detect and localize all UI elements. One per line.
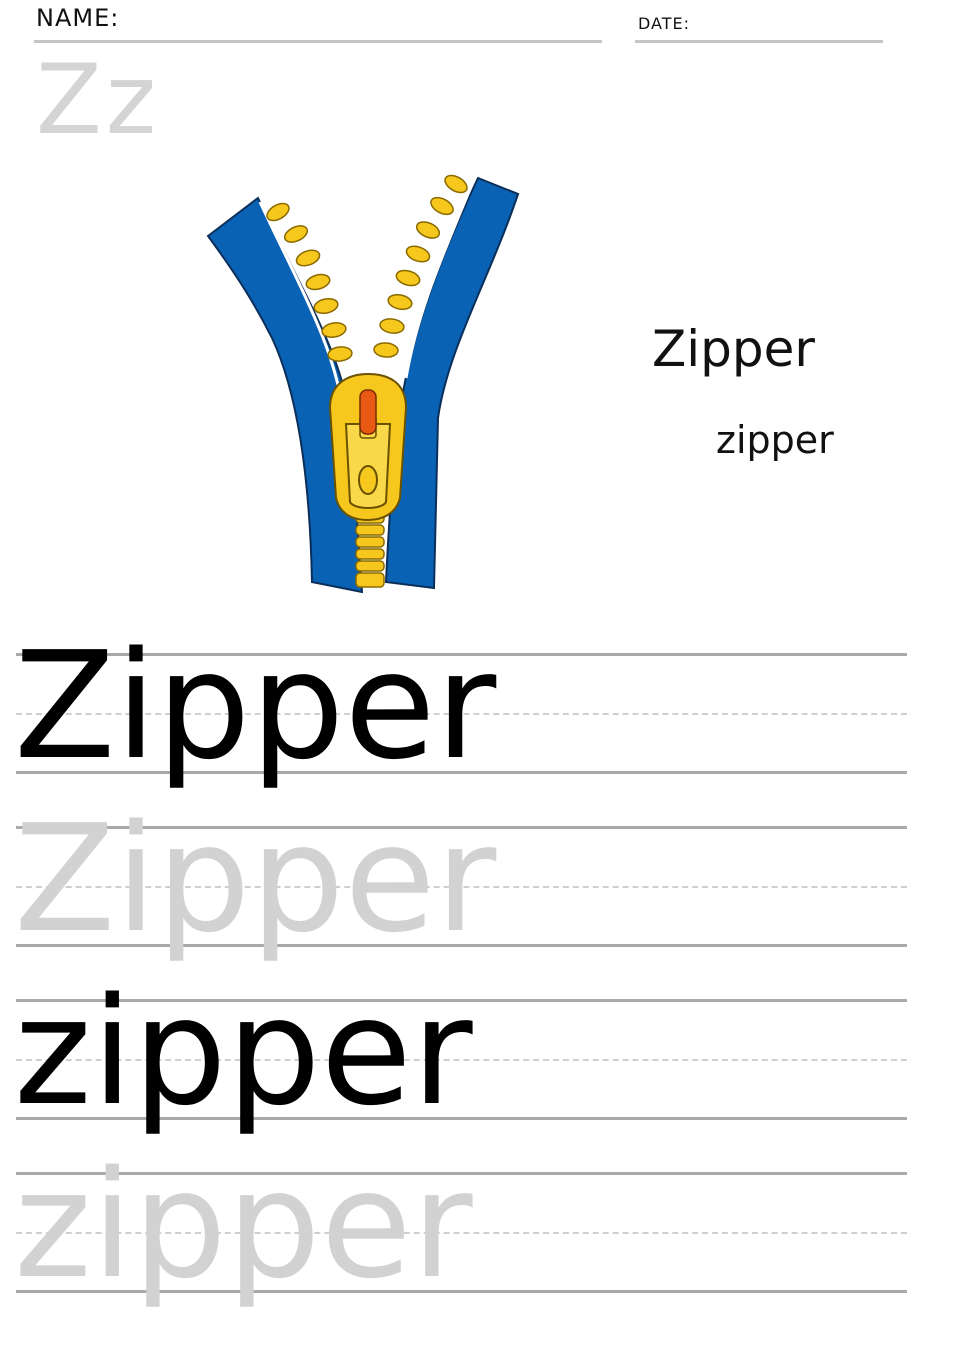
- zipper-icon: [206, 174, 520, 594]
- practice-word-solid: Zipper: [14, 620, 497, 792]
- guide-mid-line: [16, 1232, 907, 1234]
- vocab-word-lowercase: zipper: [716, 418, 834, 462]
- guide-top-line: [16, 653, 907, 656]
- practice-word-solid: zipper: [14, 966, 473, 1138]
- guide-mid-line: [16, 713, 907, 715]
- name-field[interactable]: [34, 40, 602, 43]
- guide-top-line: [16, 999, 907, 1002]
- guide-mid-line: [16, 886, 907, 888]
- practice-word-trace[interactable]: zipper: [14, 1139, 473, 1311]
- guide-top-line: [16, 826, 907, 829]
- guide-base-line: [16, 1117, 907, 1120]
- guide-base-line: [16, 1290, 907, 1293]
- practice-word-trace[interactable]: Zipper: [14, 793, 497, 965]
- guide-base-line: [16, 944, 907, 947]
- guide-mid-line: [16, 1059, 907, 1061]
- date-field[interactable]: [635, 40, 883, 43]
- date-label: DATE:: [638, 14, 691, 33]
- guide-top-line: [16, 1172, 907, 1175]
- vocab-word-capital: Zipper: [652, 320, 815, 378]
- guide-base-line: [16, 771, 907, 774]
- letter-pair: Zz: [36, 44, 161, 156]
- name-label: NAME:: [36, 4, 120, 32]
